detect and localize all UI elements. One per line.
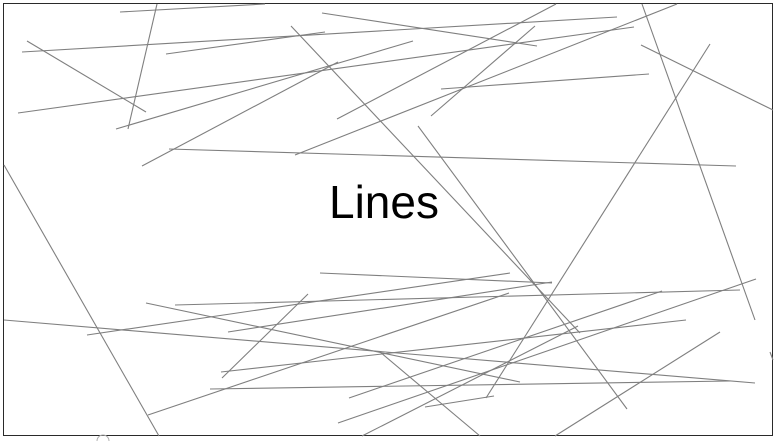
page-title: Lines: [329, 176, 439, 228]
